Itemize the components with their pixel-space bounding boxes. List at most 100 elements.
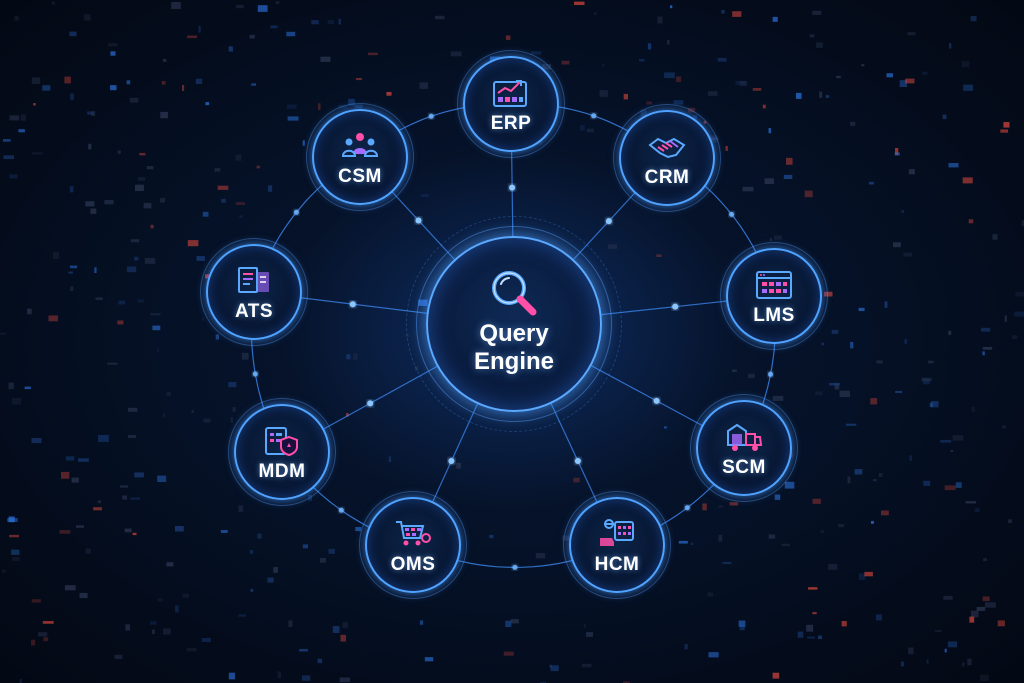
data-streak — [122, 495, 127, 500]
data-streak — [807, 636, 815, 639]
data-streak — [250, 589, 254, 592]
data-streak — [812, 612, 817, 615]
node-ats[interactable]: ATS — [200, 238, 308, 346]
data-streak — [1004, 315, 1007, 322]
node-hcm[interactable]: HCM — [563, 491, 671, 599]
data-streak — [150, 313, 161, 316]
data-streak — [819, 91, 823, 98]
data-streak — [65, 456, 75, 461]
data-streak — [228, 672, 235, 680]
data-streak — [346, 354, 351, 360]
data-streak — [267, 577, 274, 583]
data-streak — [739, 81, 748, 87]
team-icon — [341, 133, 379, 157]
data-streak — [85, 548, 91, 554]
data-streak — [32, 152, 43, 155]
data-streak — [875, 614, 882, 621]
data-streak — [419, 82, 428, 89]
data-streak — [175, 526, 184, 532]
data-streak — [550, 665, 559, 672]
data-streak — [762, 104, 766, 109]
spoke-dot — [448, 458, 455, 464]
documents-icon — [238, 267, 269, 293]
data-streak — [895, 390, 903, 393]
data-streak — [752, 88, 762, 91]
data-streak — [42, 621, 54, 624]
data-streak — [673, 100, 684, 105]
data-streak — [320, 56, 331, 62]
data-streak — [667, 39, 670, 45]
data-streak — [118, 300, 126, 305]
data-streak — [160, 198, 166, 203]
data-streak — [187, 35, 197, 39]
data-streak — [1014, 311, 1024, 317]
data-streak — [841, 621, 847, 627]
data-streak — [708, 652, 719, 658]
data-streak — [311, 20, 319, 25]
spoke-dot — [605, 218, 612, 225]
data-streak — [195, 78, 203, 84]
data-streak — [19, 678, 22, 683]
data-streak — [922, 378, 930, 385]
data-streak — [881, 510, 889, 516]
data-streak — [599, 90, 608, 97]
data-streak — [593, 12, 597, 15]
data-streak — [83, 14, 91, 21]
data-streak — [664, 72, 675, 79]
data-streak — [997, 620, 1005, 627]
data-streak — [943, 595, 953, 600]
data-streak — [161, 81, 166, 85]
node-lms[interactable]: LMS — [720, 242, 828, 350]
ring-dot — [512, 564, 518, 570]
data-streak — [31, 438, 42, 444]
data-streak — [717, 57, 727, 62]
data-streak — [64, 76, 71, 84]
data-streak — [535, 553, 546, 559]
node-erp[interactable]: ERP — [457, 50, 565, 158]
query-engine-hub[interactable]: Query Engine — [406, 216, 622, 432]
node-oms[interactable]: OMS — [359, 491, 467, 599]
data-streak — [182, 593, 189, 598]
data-streak — [11, 549, 20, 555]
node-csm[interactable]: CSM — [306, 103, 414, 211]
data-streak — [20, 114, 26, 121]
data-streak — [355, 78, 362, 81]
data-streak — [812, 10, 822, 15]
data-streak — [968, 219, 974, 224]
data-streak — [908, 647, 914, 655]
data-streak — [31, 599, 41, 603]
data-streak — [239, 215, 243, 218]
data-streak — [721, 10, 725, 14]
data-streak — [871, 521, 874, 524]
data-streak — [235, 154, 242, 161]
data-streak — [929, 402, 933, 408]
data-streak — [88, 143, 92, 150]
data-streak — [61, 471, 70, 479]
node-mdm[interactable]: MDM — [228, 398, 336, 506]
data-streak — [707, 91, 718, 96]
data-streak — [847, 476, 851, 484]
data-streak — [962, 177, 973, 184]
data-streak — [38, 632, 48, 637]
data-streak — [905, 78, 915, 84]
data-streak — [205, 102, 210, 106]
data-streak — [815, 391, 823, 395]
data-streak — [895, 148, 899, 155]
ring-dot — [293, 209, 299, 215]
data-streak — [7, 518, 18, 522]
data-streak — [983, 558, 987, 562]
data-streak — [3, 155, 14, 160]
data-streak — [608, 244, 618, 249]
data-streak — [346, 413, 349, 417]
node-crm[interactable]: CRM — [613, 104, 721, 212]
data-streak — [27, 308, 32, 315]
data-streak — [149, 621, 157, 625]
spoke-dot — [367, 400, 374, 407]
data-streak — [31, 77, 41, 85]
data-streak — [1001, 425, 1007, 429]
data-streak — [355, 527, 362, 532]
node-scm[interactable]: SCM — [690, 394, 798, 502]
data-streak — [238, 505, 244, 512]
data-streak — [143, 202, 152, 209]
data-streak — [257, 5, 268, 12]
